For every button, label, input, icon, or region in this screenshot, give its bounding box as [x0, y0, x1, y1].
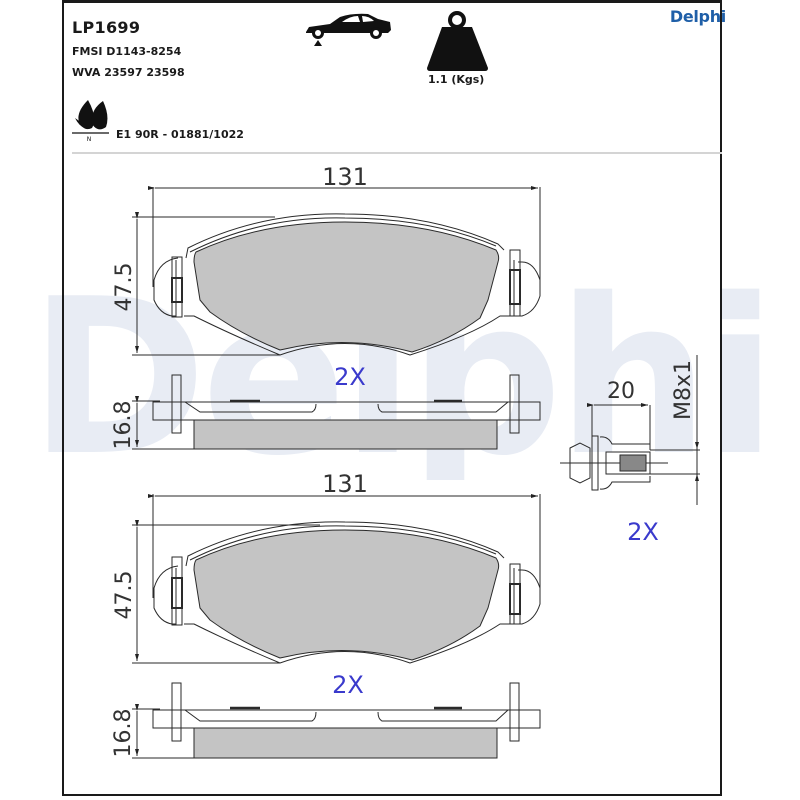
pad-top-side-view	[132, 374, 541, 450]
car-axle-position-icon	[306, 13, 391, 46]
weight-value: 1.1 (Kgs)	[428, 73, 485, 86]
pad-bottom-quantity: 2X	[332, 671, 364, 699]
fmsi-code: FMSI D1143-8254	[72, 45, 182, 58]
approval-number: E1 90R - 01881/1022	[116, 128, 244, 141]
part-number: LP1699	[72, 18, 141, 37]
guide-bolt-drawing	[560, 355, 700, 505]
pad-top-quantity: 2X	[334, 363, 366, 391]
drawing-frame	[62, 0, 722, 796]
bolt-thread-dim: M8x1	[671, 360, 696, 420]
pad-top-front-view	[132, 186, 541, 356]
svg-text:N: N	[87, 136, 92, 143]
pad-bottom-front-view	[132, 494, 541, 664]
pad-top-thickness-dim: 16.8	[111, 401, 136, 450]
pad-top-width-dim: 131	[322, 163, 368, 191]
pad-bottom-thickness-dim: 16.8	[111, 709, 136, 758]
pad-top-height-dim: 47.5	[112, 263, 137, 312]
weight-icon	[427, 11, 488, 71]
header-icons: N	[72, 11, 488, 143]
bolt-length-dim: 20	[607, 379, 635, 404]
brand-logo: Delphi	[669, 7, 726, 26]
pad-bottom-height-dim: 47.5	[112, 571, 137, 620]
pad-bottom-side-view	[132, 682, 541, 759]
eco-leaf-icon: N	[72, 100, 109, 143]
pad-bottom-width-dim: 131	[322, 470, 368, 498]
bolt-quantity: 2X	[627, 518, 659, 546]
header-divider	[72, 152, 722, 154]
wva-code: WVA 23597 23598	[72, 66, 185, 79]
